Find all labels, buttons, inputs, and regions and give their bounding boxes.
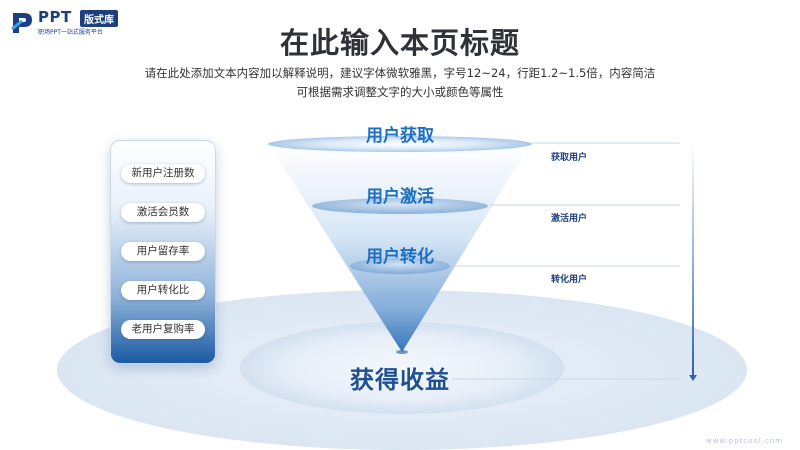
right-stage-label: 获取用户	[551, 153, 588, 163]
logo-badge: 版式库	[80, 10, 118, 27]
logo-brand-text: PPT	[38, 8, 72, 26]
logo-icon	[11, 13, 32, 33]
page-description-line-2: 可根据需求调整文字的大小或颜色等属性	[296, 85, 504, 99]
metrics-panel: 新用户注册数 激活会员数 用户留存率 用户转化比 老用户复购率	[110, 140, 216, 364]
funnel-stage-label: 用户获取	[366, 126, 434, 146]
metric-pill: 激活会员数	[121, 203, 205, 222]
funnel-stage-label: 用户转化	[366, 247, 434, 267]
right-stage-label: 激活用户	[551, 214, 588, 224]
funnel-rim-1	[268, 136, 532, 152]
watermark: www.pptcool.com	[706, 437, 783, 445]
right-stage-label: 转化用户	[551, 275, 588, 285]
metric-pill: 老用户复购率	[121, 320, 205, 339]
metric-pill: 用户留存率	[121, 242, 205, 261]
vertical-arrow-shaft	[692, 143, 694, 376]
funnel-disk-2	[312, 198, 488, 214]
funnel-disk-3	[350, 258, 450, 274]
logo-tagline: 职场PPT一站式服务平台	[38, 29, 103, 36]
page-description-line-1: 请在此处添加文本内容加以解释说明，建议字体微软雅黑，字号12~24，行距1.2~…	[144, 66, 656, 80]
metric-pill: 用户转化比	[121, 281, 205, 300]
page-title: 在此输入本页标题	[279, 26, 520, 60]
funnel-result-label: 获得收益	[350, 366, 450, 394]
metric-pill: 新用户注册数	[121, 164, 205, 183]
funnel-tip-glow	[396, 350, 408, 354]
brand-logo: PPT 版式库 职场PPT一站式服务平台	[10, 8, 130, 38]
funnel-body	[268, 143, 531, 352]
vertical-arrow-head-icon	[689, 375, 697, 381]
floor-inner-ellipse	[240, 322, 564, 414]
funnel-stage-label: 用户激活	[366, 187, 434, 207]
